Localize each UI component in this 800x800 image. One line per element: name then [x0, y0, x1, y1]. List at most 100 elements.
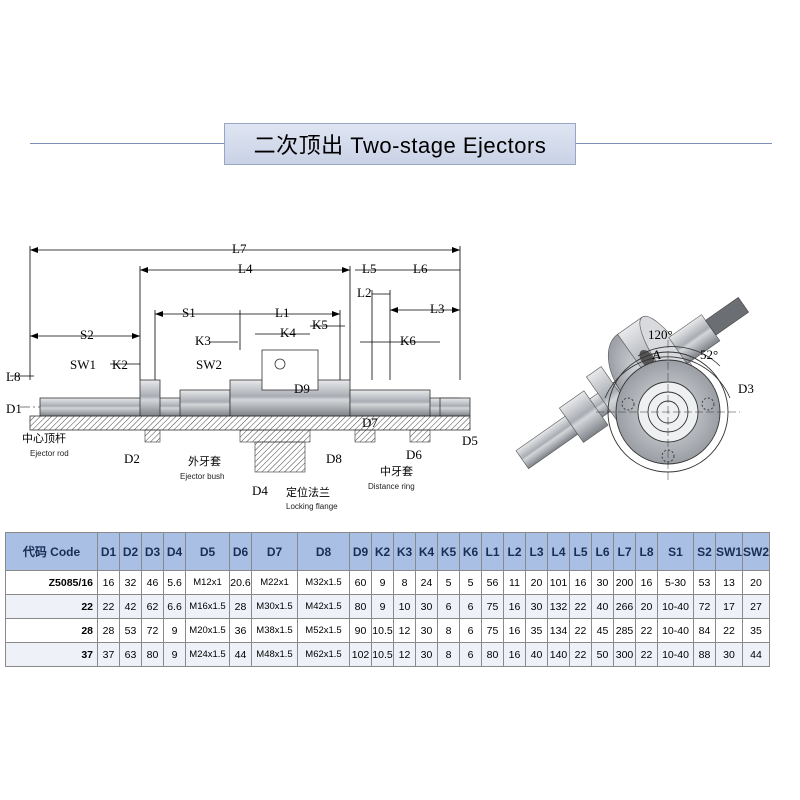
dim-label-D7: D7 [362, 415, 378, 430]
table-cell: 62 [141, 594, 164, 619]
table-cell: 6 [459, 594, 482, 619]
table-cell: 5 [459, 570, 482, 595]
table-cell: 20 [742, 570, 771, 595]
table-cell: 22 [714, 618, 744, 643]
table-cell: 46 [141, 570, 164, 595]
table-header-cell: D5 [185, 532, 230, 571]
table-cell: 63 [119, 642, 142, 667]
table-cell: M16x1.5 [185, 594, 230, 619]
table-cell: 40 [525, 642, 548, 667]
table-cell: M42x1.5 [297, 594, 350, 619]
table-cell: 9 [371, 594, 394, 619]
dim-label-L3: L3 [430, 301, 445, 316]
table-cell: 17 [714, 594, 744, 619]
table-cell: 72 [693, 594, 716, 619]
table-cell: 22 [97, 594, 120, 619]
dim-label-SW1: SW1 [70, 357, 96, 372]
table-cell: 10.5 [371, 642, 394, 667]
table-cell: M32x1.5 [297, 570, 350, 595]
table-cell: 20.6 [229, 570, 252, 595]
table-cell: 6 [459, 642, 482, 667]
table-cell: 32 [119, 570, 142, 595]
table-cell: 30 [714, 642, 744, 667]
table-cell: 40 [591, 594, 614, 619]
table-cell: 10-40 [657, 594, 694, 619]
table-cell: 10 [393, 594, 416, 619]
table-cell: 200 [613, 570, 636, 595]
table-cell: 56 [481, 570, 504, 595]
table-header-cell: D6 [229, 532, 252, 571]
table-cell: 88 [693, 642, 716, 667]
table-cell: 35 [525, 618, 548, 643]
dim-label-L2: L2 [357, 285, 372, 300]
table-cell: 266 [613, 594, 636, 619]
dim-label-S1: S1 [182, 305, 196, 320]
dim-label-L5: L5 [362, 261, 377, 276]
table-cell: 42 [119, 594, 142, 619]
table-header-cell: D9 [349, 532, 372, 571]
locking-flange-label-cn: 定位法兰 [286, 486, 330, 499]
table-cell: 12 [393, 618, 416, 643]
table-cell-code: 22 [5, 594, 98, 619]
dim-label-K6: K6 [400, 333, 416, 348]
table-cell: 132 [547, 594, 570, 619]
dim-label-D9: D9 [294, 381, 310, 396]
dim-label-S2: S2 [80, 327, 94, 342]
table-header-cell: SW2 [742, 532, 771, 571]
table-cell: 90 [349, 618, 372, 643]
table-cell: 300 [613, 642, 636, 667]
dim-label-D5: D5 [462, 433, 478, 448]
table-cell: 35 [742, 618, 771, 643]
table-cell: 30 [591, 570, 614, 595]
table-cell: 30 [415, 642, 438, 667]
table-cell: 6 [459, 618, 482, 643]
dim-label-D1: D1 [6, 401, 22, 416]
title-banner: 二次顶出 Two-stage Ejectors [0, 116, 800, 168]
table-cell: 75 [481, 618, 504, 643]
table-cell: 30 [415, 594, 438, 619]
table-cell: M24x1.5 [185, 642, 230, 667]
table-cell: 24 [415, 570, 438, 595]
table-cell: 80 [141, 642, 164, 667]
dim-label-D8: D8 [326, 451, 342, 466]
dim-label-L1: L1 [275, 305, 290, 320]
table-cell: 140 [547, 642, 570, 667]
dim-label-L7: L7 [232, 241, 247, 256]
page-title: 二次顶出 Two-stage Ejectors [224, 123, 576, 165]
distance-ring-label-cn: 中牙套 [380, 465, 413, 478]
table-header-cell: 代码 Code [5, 532, 98, 571]
angle-label-52: 52° [700, 347, 719, 362]
table-header-cell: K5 [437, 532, 460, 571]
distance-ring-label-en: Distance ring [368, 482, 415, 491]
locking-flange-label-en: Locking flange [286, 502, 338, 511]
table-cell: M62x1.5 [297, 642, 350, 667]
dim-label-L6: L6 [413, 261, 428, 276]
table-header-cell: D4 [163, 532, 186, 571]
table-cell: 36 [229, 618, 252, 643]
table-header-cell: SW1 [714, 532, 744, 571]
table-cell: 16 [97, 570, 120, 595]
table-cell-code: 37 [5, 642, 98, 667]
table-cell: 9 [371, 570, 394, 595]
table-header-cell: D3 [141, 532, 164, 571]
dim-label-K5: K5 [312, 317, 328, 332]
table-cell: 72 [141, 618, 164, 643]
table-cell: 101 [547, 570, 570, 595]
table-cell: 22 [569, 642, 592, 667]
ejector-assembly [29, 349, 471, 473]
table-cell: 22 [635, 642, 658, 667]
table-cell: 16 [635, 570, 658, 595]
table-cell: 9 [163, 618, 186, 643]
table-cell: 22 [569, 618, 592, 643]
table-cell: 53 [693, 570, 716, 595]
table-cell: 84 [693, 618, 716, 643]
dim-label-D3: D3 [738, 381, 754, 396]
table-cell: 20 [635, 594, 658, 619]
table-cell: 80 [481, 642, 504, 667]
